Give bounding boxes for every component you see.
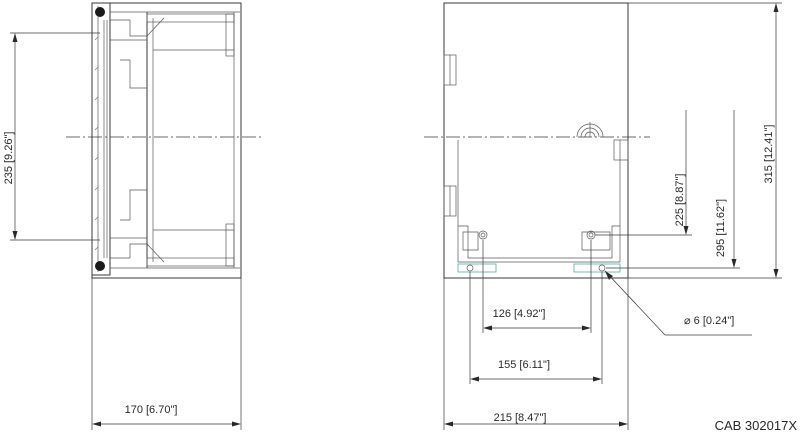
dim-hole-spacing-inner: [482, 240, 592, 333]
dim-hole-vertical-outer: [606, 110, 740, 269]
side-lid: [91, 2, 111, 276]
label-hole-spacing-outer: 155 [6.11"]: [498, 359, 550, 371]
side-outer-body: [91, 2, 242, 279]
label-hole-vertical-inner: 225 [8.87"]: [674, 174, 686, 227]
side-view: [91, 2, 242, 279]
dim-hole-diameter: [604, 270, 752, 336]
dim-front-width: [443, 278, 629, 430]
label-side-height: 235 [9.26"]: [3, 132, 15, 185]
label-front-height: 315 [12.41"]: [763, 125, 775, 184]
dim-side-height: [10, 32, 100, 241]
dim-front-height: [628, 2, 782, 279]
dim-hole-vertical-inner: [595, 110, 692, 236]
hole-bottom-right: [598, 264, 606, 272]
earth-symbol-icon: [576, 122, 604, 138]
seal-bottom: [95, 261, 105, 271]
boss-right: [581, 231, 611, 251]
seal-top: [95, 7, 105, 17]
label-side-width: 170 [6.70"]: [125, 404, 178, 416]
latch: [613, 139, 629, 161]
side-lid-hatching: [94, 8, 99, 251]
label-hole-diameter: ⌀ 6 [0.24"]: [684, 315, 734, 327]
dim-side-width: [91, 278, 242, 430]
boss-left: [462, 231, 479, 251]
front-outer-body: [443, 2, 629, 279]
label-hole-vertical-outer: 295 [11.62"]: [715, 199, 727, 257]
drawing-code: CAB 302017X: [715, 418, 798, 433]
dim-hole-spacing-outer: [469, 272, 603, 384]
front-view: [443, 2, 629, 279]
hole-left: [478, 230, 488, 240]
label-hole-spacing-inner: 126 [4.92"]: [493, 308, 546, 320]
foot-left: [457, 263, 497, 273]
label-front-width: 215 [8.47"]: [494, 412, 547, 424]
hole-bottom-left: [466, 264, 474, 272]
